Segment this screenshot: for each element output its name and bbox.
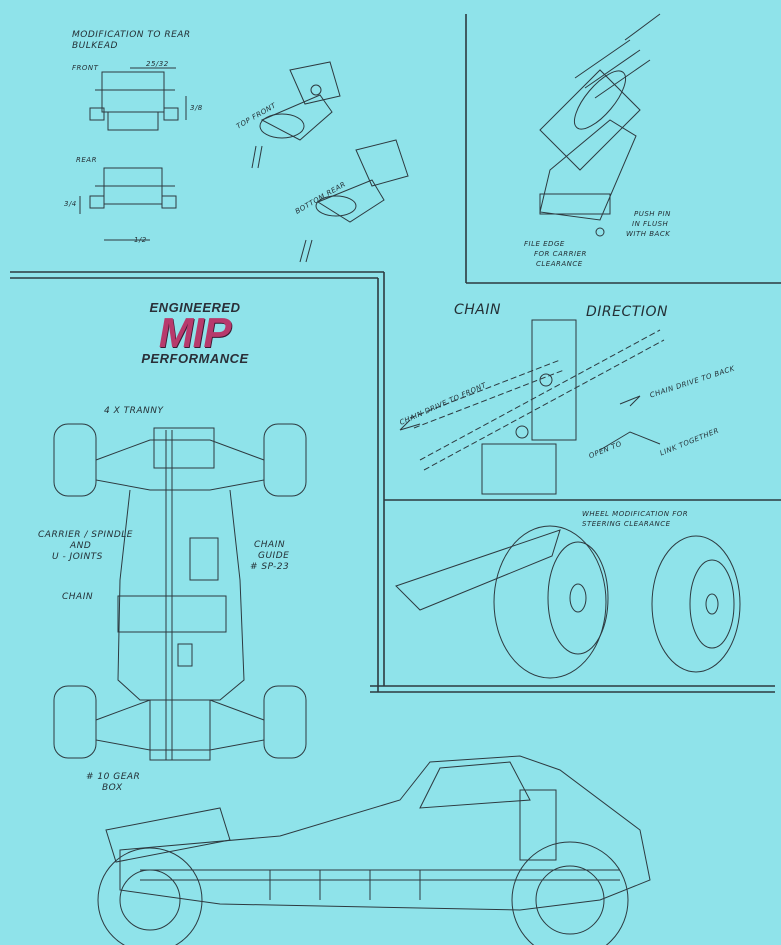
bulkhead-title-line2: BULKEAD [72, 41, 118, 51]
chain-drawing [399, 319, 665, 495]
mip-logo: ENGINEERED MIP PERFORMANCE [120, 300, 270, 378]
chain-guide-line1: CHAIN [254, 540, 286, 550]
chassis-top-view [53, 423, 307, 761]
chain-label: CHAIN [62, 592, 94, 602]
push-pin-line1: PUSH PIN [634, 210, 671, 218]
buggy-side-view [97, 755, 651, 945]
bulkhead-title-line1: MODIFICATION TO REAR [72, 30, 191, 40]
wheel-drawing [395, 525, 741, 679]
wheel-title-line2: STEERING CLEARANCE [582, 520, 671, 528]
push-pin-line3: WITH BACK [626, 230, 671, 238]
carrier-drawing [539, 13, 661, 237]
file-edge-line2: FOR CARRIER [534, 250, 587, 258]
bulkhead-dim-top: 25/32 [146, 60, 169, 68]
carrier-spindle-line3: U - JOINTS [52, 552, 103, 562]
logo-line-mip: MIP [155, 309, 236, 356]
bulkhead-drawing [79, 67, 187, 241]
tranny-label: 4 X TRANNY [104, 406, 164, 416]
wheel-title-line1: WHEEL MODIFICATION FOR [582, 510, 689, 518]
carrier-spindle-line1: CARRIER / SPINDLE [38, 530, 133, 540]
carrier-spindle-line2: AND [70, 541, 92, 551]
chain-title-left: CHAIN [454, 302, 501, 318]
bulkhead-dim-bottom: 1/2 [134, 236, 147, 244]
push-pin-line2: IN FLUSH [632, 220, 669, 228]
chain-guide-part-number: # SP-23 [250, 562, 290, 572]
logo-line-performance: PERFORMANCE [141, 351, 249, 366]
file-edge-line1: FILE EDGE [524, 240, 565, 248]
bulkhead-front-label: FRONT [72, 64, 99, 72]
file-edge-line3: CLEARANCE [536, 260, 583, 268]
panel-dividers [10, 14, 781, 693]
bulkhead-dim-side-rear: 3/4 [64, 200, 77, 208]
logo-line-engineered: ENGINEERED [149, 300, 241, 315]
chain-title-right: DIRECTION [586, 304, 668, 320]
gear-box-line1: # 10 GEAR [86, 772, 141, 782]
gear-box-line2: BOX [102, 783, 123, 793]
bulkhead-dim-side-front: 3/8 [190, 104, 203, 112]
bulkhead-perspective [251, 61, 409, 263]
bulkhead-rear-label: REAR [76, 156, 97, 164]
chain-guide-line2: GUIDE [258, 551, 290, 561]
